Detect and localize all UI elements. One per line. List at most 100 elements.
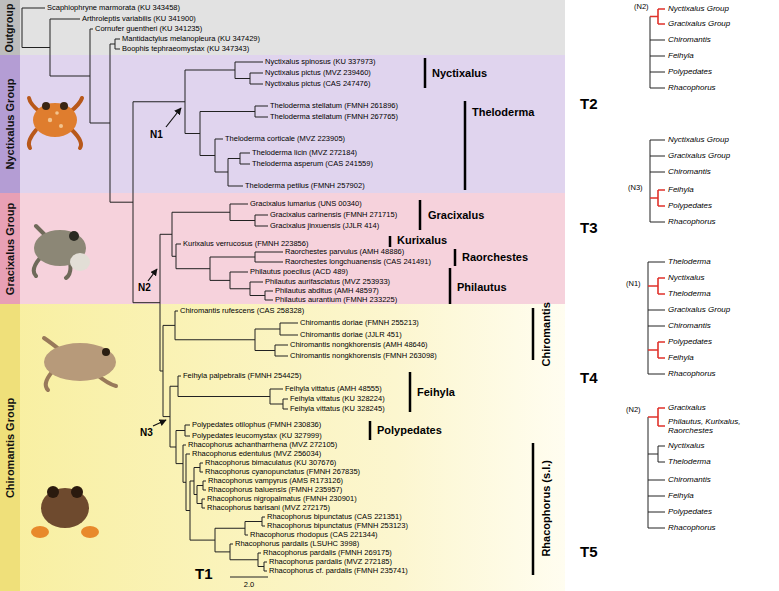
taxon-label: Boophis tephraeomystax (KU 347343): [122, 45, 249, 54]
taxon-label: Rhacophorus pardalis (LSUHC 3998): [235, 540, 359, 549]
tree-label: T3: [580, 219, 598, 236]
taxon-label: Rhacophorus rhodopus (CAS 221344): [250, 531, 378, 540]
taxon-label: Mantidactylus melanopleura (KU 347429): [122, 35, 260, 44]
taxon-label: Chiromantis rufescens (CAS 258328): [180, 307, 304, 316]
taxon-label: Rhacophorus cf. pardalis (FMNH 235741): [269, 567, 408, 576]
taxon-label: Philautus aurantium (FMNH 233225): [275, 296, 397, 305]
taxon-label: Rhacophorus cyanopunctatus (FMNH 267835): [205, 468, 360, 477]
taxon-label: Rhacophorus bipunctatus (CAS 221351): [267, 513, 402, 522]
genus-label: Chiromantis: [540, 302, 553, 366]
genus-label: Kurixalus: [397, 234, 447, 247]
frog-foot: [81, 526, 99, 538]
clade-name: Rhacophorus: [668, 83, 716, 92]
clade-name: Rhacophorus: [668, 217, 716, 226]
taxon-label: Feihyla vittatus (AMH 48555): [285, 385, 382, 394]
genus-label: Rhacophorus (s.l.): [540, 460, 553, 557]
taxon-label: Rhacophorus achantharrhena (MVZ 272105): [188, 441, 337, 450]
clade-name: Feihyla: [668, 353, 694, 362]
taxon-label: Philautus abditus (AMH 48597): [275, 287, 379, 296]
taxon-label: Raorchestes longchuanensis (CAS 241491): [285, 258, 431, 267]
taxon-label: Nyctixalus pictus (MVZ 239460): [265, 69, 371, 78]
clade-name: Polypedates: [668, 507, 712, 516]
taxon-label: Rhacophorus barisani (MVZ 272175): [207, 504, 330, 513]
taxon-label: Rhacophorus bimaculatus (KU 307676): [205, 459, 336, 468]
clade-name: Chiromantis: [668, 167, 711, 176]
taxon-label: Scaphiophryne marmorata (KU 343458): [47, 4, 180, 13]
node-arrows: [166, 108, 181, 127]
genus-label: Raorchestes: [462, 251, 528, 264]
node-arrows: [148, 269, 157, 281]
node-callout: N3: [140, 427, 153, 439]
clade-name: Chiromantis: [668, 35, 711, 44]
taxon-label: Rhacophorus vampyrus (AMS R173126): [208, 477, 343, 486]
taxon-label: Theloderma asperum (CAS 241559): [252, 160, 373, 169]
clade-name: Feihyla: [668, 51, 694, 60]
node-arrows: [153, 420, 166, 426]
taxon-label: Rhacophorus bipunctatus (FMNH 253123): [267, 522, 408, 531]
taxon-label: Polypedates leucomystax (KU 327999): [192, 432, 322, 441]
taxon-label: Rhacophorus pardalis (MVZ 272185): [269, 558, 392, 567]
taxon-label: Feihyla palpebralis (FMNH 254425): [183, 372, 301, 381]
taxon-label: Gracixalus lumarius (UNS 00340): [250, 200, 362, 209]
small-tree-red-lines: [648, 9, 665, 426]
genus-label: Feihyla: [417, 386, 455, 399]
taxon-label: Feihyla vittatus (KU 328245): [290, 405, 385, 414]
frog-spot: [55, 111, 59, 115]
clade-name: Theloderma: [668, 289, 711, 298]
taxon-label: Theloderma corticale (MVZ 223905): [225, 135, 345, 144]
genus-label: Nyctixalus: [432, 67, 487, 80]
frog-body: [33, 103, 77, 137]
clade-name: Nyctixalus: [668, 273, 704, 282]
clade-name: Rhacophorus: [668, 523, 716, 532]
clade-name: Gracixalus Group: [668, 151, 730, 160]
taxon-label: Theloderma licin (MVZ 272184): [252, 149, 357, 158]
taxon-label: Rhacophorus baluensis (FMNH 235957): [208, 486, 342, 495]
node-callout: (N2): [626, 406, 641, 415]
taxon-label: Nyctixalus pictus (CAS 247476): [265, 80, 370, 89]
taxon-label: Cornufer guentheri (KU 341235): [95, 25, 202, 34]
tree-label: T2: [580, 95, 598, 112]
genus-label: Theloderma: [472, 106, 534, 119]
group-label: Outgroup: [4, 3, 16, 52]
node-callout: (N2): [634, 3, 649, 12]
clade-name: Nyctixalus Group: [668, 4, 729, 13]
tree-label: T5: [580, 543, 598, 560]
taxon-label: Theloderma stellatum (FMNH 261896): [270, 102, 398, 111]
clade-name: Theloderma: [668, 457, 711, 466]
frog-foot: [31, 526, 49, 538]
node-callout: (N1): [626, 280, 641, 289]
frog-eye: [69, 231, 79, 241]
small-tree-lines: [648, 17, 665, 529]
frog-vocal-sac: [70, 253, 90, 271]
node-callout: N1: [150, 129, 163, 141]
clade-name: Gracixalus Group: [668, 19, 730, 28]
clade-name: Feihyla: [668, 491, 694, 500]
frog-eye: [71, 486, 83, 498]
taxon-label: Rhacophorus pardalis (FMNH 269175): [263, 549, 392, 558]
taxon-label: Gracixalus carinensis (FMNH 271715): [270, 211, 397, 220]
taxon-label: Chiromantis nongkhorensis (FMNH 263098): [290, 352, 437, 361]
taxon-label: Theloderma petilus (FMNH 257902): [245, 182, 365, 191]
clade-name: Nyctixalus: [668, 441, 704, 450]
node-callout: N2: [138, 282, 151, 294]
genus-label: Polypedates: [377, 424, 442, 437]
frog-legs: [44, 338, 116, 390]
group-label: Gracixalus Group: [4, 202, 16, 294]
taxon-label: Nyctixalus spinosus (KU 337973): [265, 58, 375, 67]
taxon-label: Raorchestes parvulus (AMH 48886): [285, 248, 404, 257]
frog-photo: [44, 338, 116, 390]
node-callout: (N3): [628, 184, 643, 193]
scale-value: 2.0: [244, 581, 254, 590]
frog-eye: [60, 102, 68, 110]
frog-spot: [59, 124, 63, 128]
frog-photo: [31, 486, 99, 538]
clade-name: Chiromantis: [668, 321, 711, 330]
scale-bar: [230, 577, 268, 578]
frog-eye: [47, 486, 59, 498]
frog-photo: [29, 98, 82, 148]
frog-spot: [48, 118, 52, 122]
tree-label: T1: [195, 565, 213, 582]
taxon-label: Arthroleptis variabilis (KU 341900): [82, 15, 196, 24]
genus-bars: [370, 58, 533, 575]
